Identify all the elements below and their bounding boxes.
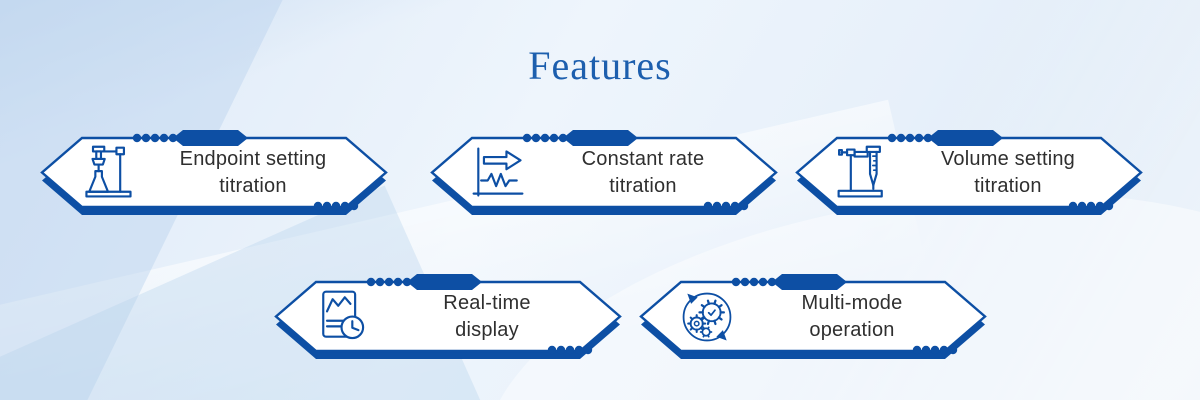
card-frame: [430, 130, 778, 215]
card-frame: [795, 130, 1143, 215]
card-bottom-dots: [313, 201, 359, 211]
card-top-bar: [173, 130, 248, 146]
card-top-dots: [731, 277, 777, 287]
card-bottom-dots: [912, 345, 958, 355]
card-top-bar: [772, 274, 847, 290]
card-frame: [40, 130, 388, 215]
gears-cycle-icon: [673, 285, 741, 349]
feature-label: Constant rate titration: [581, 148, 705, 197]
card-top-bar: [407, 274, 482, 290]
card-bottom-dots: [703, 201, 749, 211]
report-chart-clock-icon: [308, 285, 376, 349]
card-bottom-dots: [547, 345, 593, 355]
card-frame: [274, 274, 622, 359]
feature-card-real-time-display: Real-time display: [274, 272, 622, 364]
burette-stand-icon: [829, 141, 897, 205]
card-top-dots: [366, 277, 412, 287]
feature-label: Endpoint setting titration: [179, 148, 327, 197]
card-top-dots: [132, 133, 178, 143]
card-top-bar: [563, 130, 638, 146]
feature-label: Volume setting titration: [941, 148, 1075, 197]
card-bottom-dots: [1068, 201, 1114, 211]
feature-card-multi-mode-operation: Multi-mode operation: [639, 272, 987, 364]
feature-label: Real-time display: [443, 292, 531, 341]
rate-graph-arrow-icon: [464, 141, 532, 205]
feature-label: Multi-mode operation: [801, 292, 903, 341]
feature-card-endpoint-setting-titration: Endpoint setting titration: [40, 128, 388, 220]
card-top-bar: [928, 130, 1003, 146]
card-top-dots: [522, 133, 568, 143]
feature-card-constant-rate-titration: Constant rate titration: [430, 128, 778, 220]
page-title: Features: [528, 43, 672, 88]
titration-stand-flask-icon: [74, 141, 142, 205]
card-frame: [639, 274, 987, 359]
feature-card-volume-setting-titration: Volume setting titration: [795, 128, 1143, 220]
card-top-dots: [887, 133, 933, 143]
